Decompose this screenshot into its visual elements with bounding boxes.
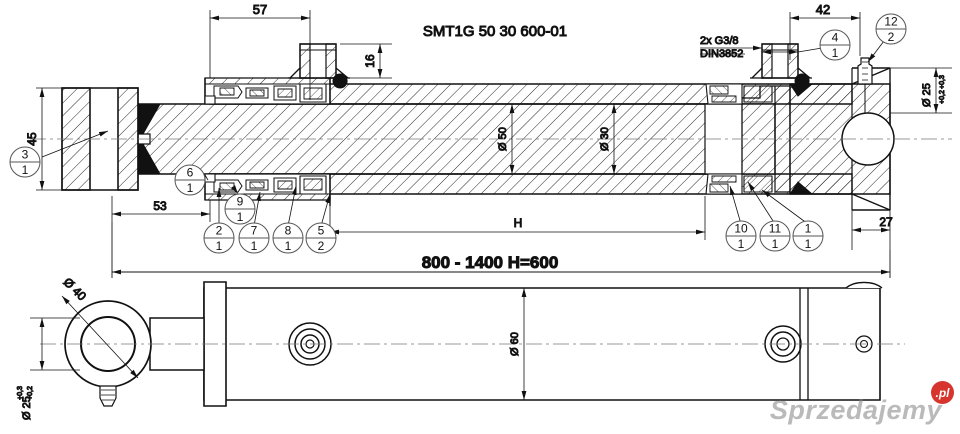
- item-balloon: 81: [272, 222, 304, 254]
- item-balloon: 11: [792, 220, 824, 252]
- dim-d25-main-tol-upper: +0,3: [939, 75, 946, 89]
- balloon-quantity: 1: [216, 239, 223, 253]
- dim-rod-d30-label: Ø 30: [599, 127, 611, 151]
- dim-bore-d50-label: Ø 50: [497, 127, 509, 151]
- dim-d25-bottom-tol-upper: +0,3: [17, 386, 24, 400]
- dim-53-label: 53: [153, 199, 167, 213]
- drawing-title: SMT1G 50 30 600-01: [423, 23, 567, 40]
- item-balloon: 31: [9, 146, 41, 178]
- balloon-item-number: 3: [22, 148, 29, 162]
- watermark-badge: .pl: [931, 381, 954, 404]
- balloon-item-number: 4: [832, 31, 839, 45]
- thread-note-line2: DIN3852: [700, 48, 743, 60]
- item-balloon: 91: [224, 193, 256, 225]
- balloon-item-number: 10: [734, 222, 748, 236]
- balloon-item-number: 9: [237, 195, 244, 209]
- balloon-item-number: 7: [251, 224, 258, 238]
- balloon-quantity: 1: [251, 239, 258, 253]
- balloon-quantity: 1: [805, 237, 812, 251]
- item-balloon: 71: [238, 222, 270, 254]
- dim-d25-bottom-tol-lower: +0,2: [27, 386, 34, 400]
- balloon-item-number: 12: [884, 15, 898, 29]
- thread-note-line1: 2x G3/8: [700, 35, 739, 47]
- balloon-quantity: 1: [832, 46, 839, 60]
- balloon-quantity: 1: [285, 239, 292, 253]
- dim-45-label: 45: [25, 132, 39, 146]
- dim-27-label: 27: [879, 215, 893, 229]
- item-balloon: 101: [725, 220, 757, 252]
- dim-42-label: 42: [816, 2, 830, 17]
- dim-stroke-H-label: H: [514, 216, 523, 230]
- balloon-item-number: 8: [285, 224, 292, 238]
- dim-d25-main-tol-lower: +0,2: [939, 90, 946, 104]
- balloon-quantity: 1: [772, 237, 779, 251]
- dim-d25-bottom-label: Ø 25: [21, 396, 33, 420]
- dim-57-label: 57: [253, 2, 267, 17]
- item-balloon: 122: [875, 13, 907, 45]
- balloon-quantity: 2: [888, 30, 895, 44]
- balloon-quantity: 2: [318, 239, 325, 253]
- dim-d25-main-label: Ø 25: [921, 83, 933, 107]
- balloon-item-number: 6: [187, 166, 194, 180]
- item-balloon: 21: [203, 222, 235, 254]
- dim-16-label: 16: [363, 54, 377, 68]
- item-balloon: 41: [819, 29, 851, 61]
- balloon-item-number: 11: [769, 222, 782, 236]
- item-balloon: 111: [759, 220, 791, 252]
- balloon-item-number: 5: [318, 224, 325, 238]
- dim-tube-d60-label: Ø 60: [509, 332, 521, 356]
- item-balloon: 61: [174, 164, 206, 196]
- balloon-item-number: 2: [216, 224, 223, 238]
- overall-dimension-label: 800 - 1400 H=600: [422, 253, 559, 272]
- balloon-quantity: 1: [22, 163, 29, 177]
- balloon-item-number: 1: [805, 222, 812, 236]
- balloon-quantity: 1: [187, 181, 194, 195]
- item-balloon: 52: [305, 222, 337, 254]
- balloon-quantity: 1: [738, 237, 745, 251]
- balloon-quantity: 1: [237, 210, 244, 224]
